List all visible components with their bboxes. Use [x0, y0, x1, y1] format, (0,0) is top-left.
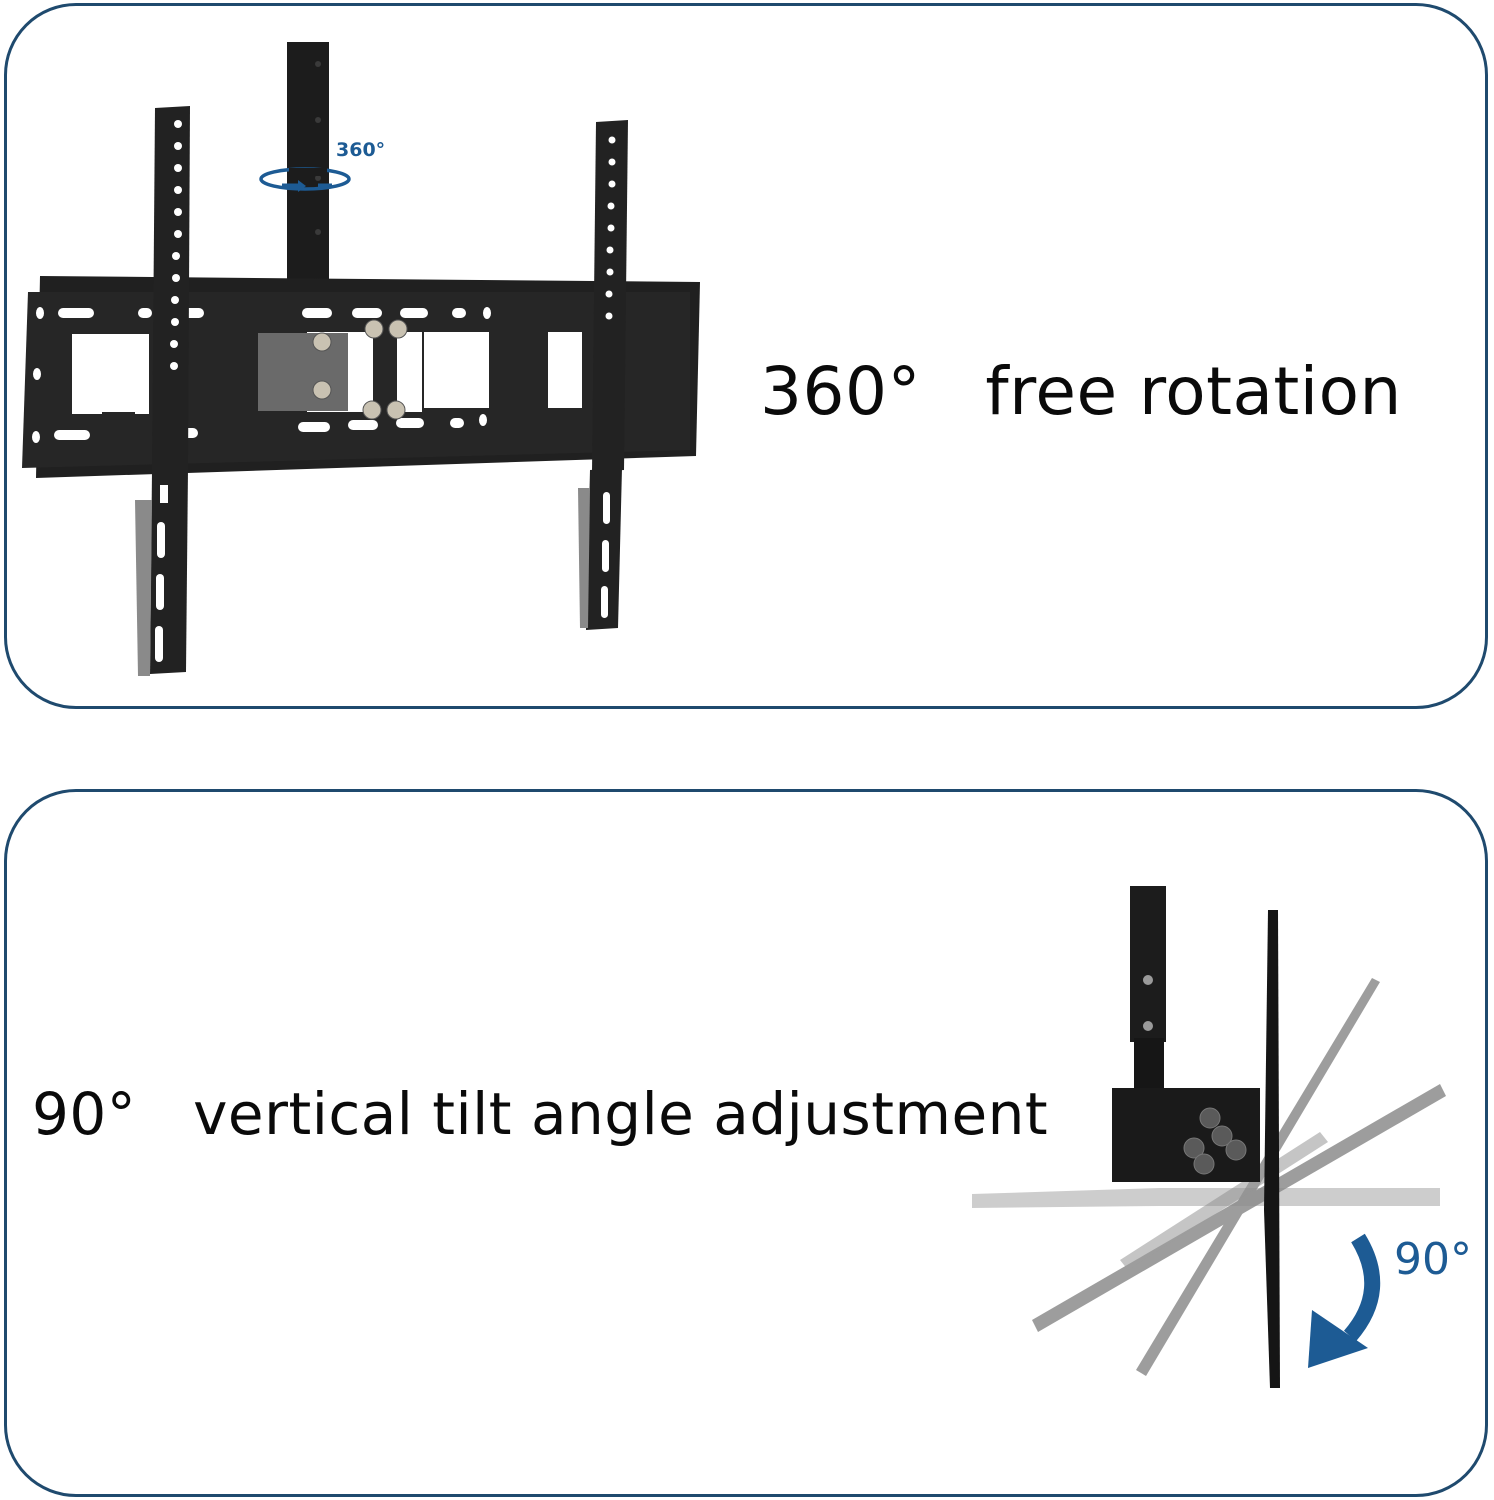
curved-arrow-down-icon	[1308, 1233, 1381, 1368]
rotate-around-pole-icon	[259, 167, 351, 192]
feature-caption-rotation: 360° free rotation	[760, 353, 1402, 430]
ceiling-pole-side	[1130, 886, 1166, 1042]
swivel-plate	[258, 333, 348, 411]
feature-caption-tilt: 90° vertical tilt angle adjustment	[32, 1080, 1049, 1148]
mount-side-tilt-illustration: 90°	[972, 886, 1472, 1388]
rotation-angle-label: 360°	[336, 139, 385, 161]
tv-bracket-vertical	[1264, 910, 1280, 1388]
mount-front-illustration: 360°	[22, 42, 700, 676]
tilt-angle-label: 90°	[1394, 1234, 1472, 1285]
ceiling-pole	[287, 42, 329, 282]
